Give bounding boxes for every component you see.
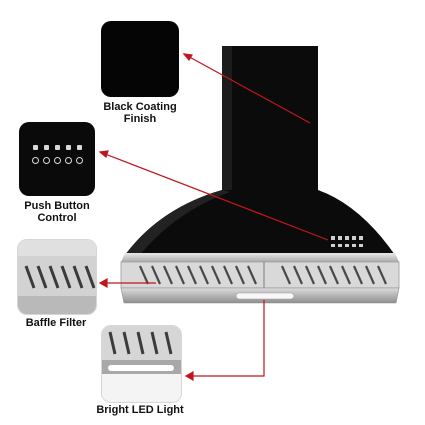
button-indicator-row [33, 145, 82, 150]
push-button-closeup [19, 122, 95, 196]
caption-black-coating: Black Coating Finish [103, 101, 177, 125]
hood-control-buttons [331, 236, 363, 247]
caption-push-button: Push Button Control [24, 200, 90, 224]
light-icon [76, 157, 83, 164]
led-light-closeup [101, 325, 182, 403]
speed-high-icon [65, 157, 72, 164]
hood-led-light [235, 292, 295, 300]
black-coating-swatch [101, 21, 179, 97]
speed-low-icon [43, 157, 50, 164]
hood-chimney [222, 46, 318, 196]
callout-arrows [98, 53, 329, 382]
power-icon [32, 157, 39, 164]
button-icon-row [32, 157, 83, 164]
baffle-filter-closeup [17, 239, 97, 315]
caption-led-light: Bright LED Light [96, 404, 184, 416]
caption-baffle-filter: Baffle Filter [25, 317, 87, 329]
speed-mid-icon [54, 157, 61, 164]
